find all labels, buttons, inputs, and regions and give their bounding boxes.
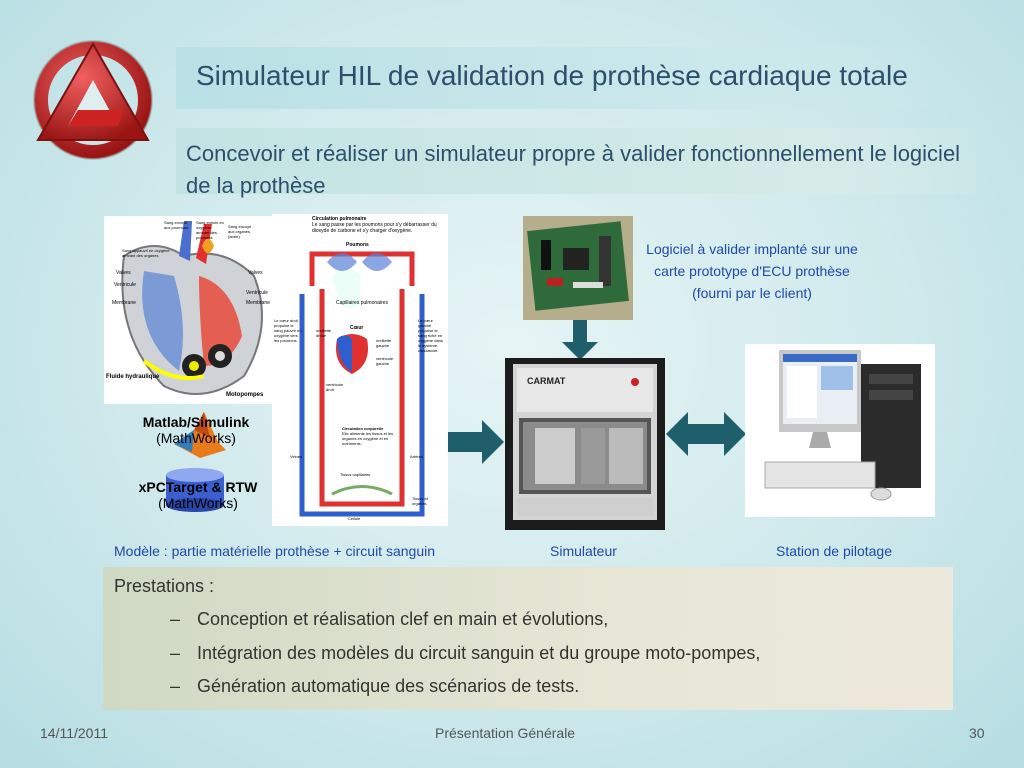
- label-arteries: Artères: [410, 454, 423, 459]
- label-left-ventricle: ventricule gauche: [376, 356, 394, 366]
- ecu-line-1: Logiciel à valider implanté sur une: [646, 241, 858, 257]
- label-lungs: Poumons: [346, 242, 369, 248]
- ecu-line-2: carte prototype d'ECU prothèse: [654, 263, 850, 279]
- ecu-description: Logiciel à valider implanté sur une cart…: [637, 238, 867, 304]
- matlab-vendor: (MathWorks): [156, 430, 236, 446]
- prestation-text: Intégration des modèles du circuit sangu…: [197, 643, 761, 663]
- double-arrow-icon: [666, 412, 746, 456]
- matlab-name: Matlab/Simulink: [142, 414, 250, 430]
- company-logo: [28, 32, 158, 162]
- prestations-box: [103, 567, 953, 710]
- caption-model: Modèle : partie matérielle prothèse + ci…: [114, 543, 436, 559]
- xpc-label: xPCTarget & RTW (MathWorks): [118, 479, 278, 511]
- label-left-atrium: oreillette gauche: [376, 338, 392, 348]
- caption-station: Station de pilotage: [776, 543, 892, 559]
- slide-title: Simulateur HIL de validation de prothèse…: [196, 60, 908, 91]
- simulator-brand: CARMAT: [527, 376, 566, 386]
- label-valves-right: Valves: [248, 270, 263, 276]
- label-blood-to-lungs: Sang envoyé aux poumons: [164, 220, 189, 230]
- arrow-down-icon: [560, 320, 600, 360]
- xpc-vendor: (MathWorks): [158, 495, 238, 511]
- prestation-item: –Intégration des modèles du circuit sang…: [170, 643, 760, 664]
- bullet-dash: –: [170, 609, 181, 629]
- footer-center: Présentation Générale: [435, 725, 576, 741]
- simulator-photo: CARMAT: [505, 358, 665, 530]
- database-icon: [164, 467, 226, 513]
- matlab-label: Matlab/Simulink (MathWorks): [120, 414, 272, 446]
- caption-simulator: Simulateur: [550, 543, 617, 559]
- label-blood-poor: Sang appauvri en oxygène arrivant des or…: [122, 248, 170, 258]
- circulation-top-desc: Le sang passe par les poumons pour s'y d…: [312, 222, 437, 234]
- ecu-line-3: (fourni par le client): [692, 285, 812, 301]
- label-motopumps: Motopompes: [226, 392, 264, 398]
- prosthesis-diagram: Fluide hydraulique Motopompes Valves Val…: [104, 216, 272, 404]
- label-veins: Veines: [290, 454, 303, 459]
- ecu-board-photo: [523, 216, 633, 320]
- circulation-bottom-title: Circulation corporelle: [342, 426, 384, 431]
- label-right-ventricle: ventricule droit: [326, 382, 344, 392]
- matlab-logo: [170, 408, 230, 460]
- circulation-bottom-text: Circulation corporelle Elle alimente les…: [342, 426, 398, 446]
- prestations-title: Prestations :: [114, 576, 215, 596]
- page-number: 30: [969, 725, 985, 741]
- left-heart-note: Le cœur droit propulse le sang pauvre en…: [274, 318, 302, 343]
- prestation-text: Génération automatique des scénarios de …: [197, 676, 580, 696]
- xpc-name: xPCTarget & RTW: [138, 479, 258, 495]
- station-photo: [745, 344, 935, 517]
- footer-date: 14/11/2011: [40, 725, 108, 741]
- right-heart-note: Le cœur gauche propulse le sang riche en…: [418, 318, 443, 353]
- prestation-item: –Génération automatique des scénarios de…: [170, 676, 579, 697]
- label-membrane-left: Membrane: [112, 300, 136, 306]
- circulation-top-text: Circulation pulmonaire Le sang passe par…: [312, 216, 442, 234]
- label-tissue-capillaries: Tissus capillaires: [340, 472, 371, 477]
- bullet-dash: –: [170, 676, 181, 696]
- title-band: [176, 47, 928, 109]
- label-cell: Cellule: [348, 516, 361, 521]
- label-membrane-right: Membrane: [246, 300, 270, 306]
- label-blood-enriched: Sang enrichi en oxygène arrivant des pou…: [196, 220, 224, 240]
- bullet-dash: –: [170, 643, 181, 663]
- label-ventricle-right: Ventricule: [246, 290, 268, 296]
- label-right-atrium: oreillette droite: [316, 328, 332, 338]
- label-blood-to-organs: Sang envoyé aux organes (aorte): [228, 224, 252, 239]
- prestation-item: –Conception et réalisation clef en main …: [170, 609, 608, 630]
- circulation-diagram: Circulation pulmonaire Le sang passe par…: [272, 214, 448, 526]
- prestation-text: Conception et réalisation clef en main e…: [197, 609, 609, 629]
- arrow-right-icon: [448, 420, 504, 464]
- label-heart: Cœur: [350, 325, 364, 331]
- label-valves-left: Valves: [116, 270, 131, 276]
- circulation-bottom-desc: Elle alimente les tissus et les organes …: [342, 431, 394, 446]
- label-tissues: Tissus et organes: [412, 496, 428, 506]
- label-ventricle-left: Ventricule: [114, 282, 136, 288]
- subtitle-band: [176, 128, 976, 194]
- circulation-top-title: Circulation pulmonaire: [312, 216, 367, 222]
- slide-subtitle: Concevoir et réaliser un simulateur prop…: [186, 141, 961, 198]
- label-lung-capillaries: Capillaires pulmonaires: [336, 300, 388, 306]
- label-fluid: Fluide hydraulique: [106, 374, 160, 380]
